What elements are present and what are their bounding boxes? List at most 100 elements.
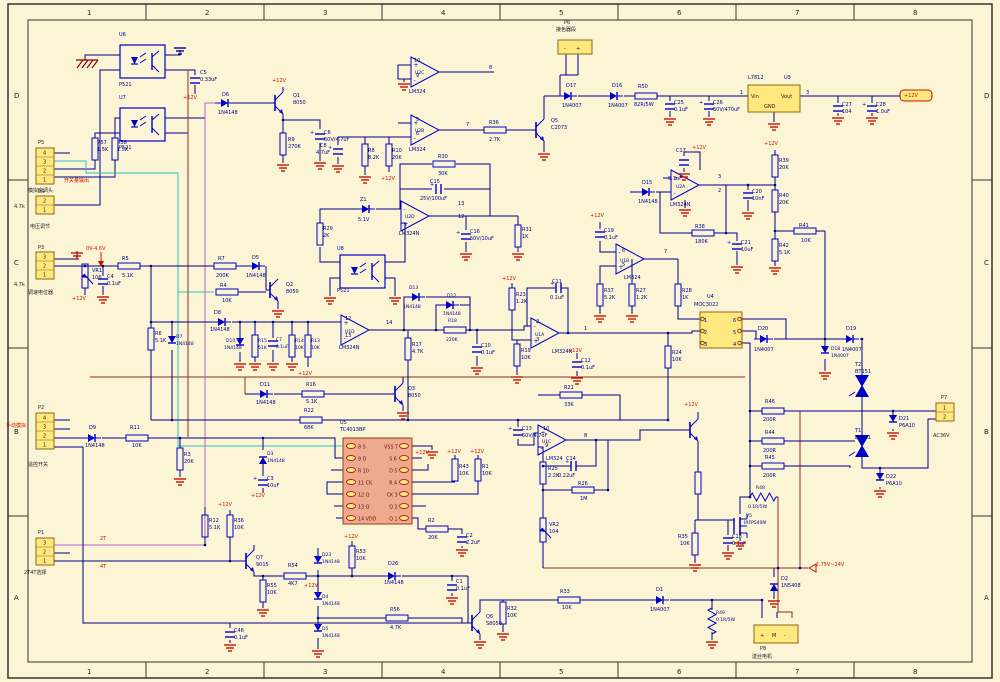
component-label: P4 bbox=[38, 189, 44, 195]
opto-transistor bbox=[151, 50, 160, 58]
component-label: U2D bbox=[405, 214, 415, 220]
component-label: D12 bbox=[447, 293, 456, 299]
component-label: Q6 bbox=[486, 614, 493, 620]
component-label: 1N4007 bbox=[831, 353, 849, 359]
component-label: BT151 bbox=[855, 369, 871, 375]
component-label: C15 bbox=[430, 179, 440, 185]
resistor bbox=[361, 143, 369, 167]
component-label: 6 bbox=[622, 248, 625, 254]
component-label: 50V/470uF bbox=[713, 107, 740, 113]
component-label: D15 bbox=[642, 180, 652, 186]
junction-dot bbox=[748, 464, 752, 468]
diode bbox=[252, 262, 259, 270]
component-label: P521 bbox=[119, 82, 132, 88]
component-label: R40 bbox=[779, 193, 789, 199]
component-label: MOC3022 bbox=[694, 302, 718, 308]
component-label: R4 bbox=[220, 283, 227, 289]
opamp-sign: + bbox=[541, 430, 546, 437]
power-label: +12V bbox=[415, 450, 430, 456]
resistor bbox=[771, 154, 779, 178]
opamp-sign: - bbox=[414, 135, 416, 142]
component-label: 3 bbox=[718, 174, 721, 180]
component-label: R33 bbox=[560, 589, 570, 595]
component-label: P521 bbox=[119, 145, 132, 151]
component-label: 2.2K bbox=[548, 473, 560, 479]
ic-pin bbox=[737, 316, 742, 322]
component-label: 10K bbox=[482, 471, 492, 477]
component-label: P5 bbox=[38, 140, 44, 146]
transistor-arrow bbox=[250, 567, 254, 572]
component-label: D13 bbox=[409, 285, 418, 291]
component-label: 1N4148 bbox=[224, 345, 242, 351]
connector-pin-number: 4 bbox=[43, 416, 46, 422]
frame-row-label: B bbox=[984, 428, 989, 436]
component-label: 2 bbox=[536, 319, 539, 325]
resistor bbox=[674, 283, 682, 307]
component-label: 220K bbox=[446, 337, 459, 343]
ic-U4 bbox=[699, 311, 743, 349]
component-label: C13 bbox=[522, 426, 532, 432]
component-label: D20 bbox=[758, 326, 768, 332]
dip-pin-label: 8 S bbox=[358, 445, 366, 451]
opamp-sign: - bbox=[674, 190, 676, 197]
component-label: R28 bbox=[682, 288, 692, 294]
resistor bbox=[301, 390, 325, 398]
component-label: 10uF bbox=[267, 483, 280, 489]
component-label: 1N4007 bbox=[562, 103, 582, 109]
component-label: D10 bbox=[226, 338, 235, 344]
component-label: 2 bbox=[718, 188, 721, 194]
connector-pin-number: 1 bbox=[943, 406, 946, 412]
component-label: 7 bbox=[664, 249, 667, 255]
component-label: 0.1uF bbox=[550, 295, 564, 301]
connector-pin-number: 2 bbox=[43, 264, 46, 270]
component-label: R10 bbox=[392, 148, 402, 154]
junction-dot bbox=[170, 320, 174, 324]
opamp-sign: + bbox=[414, 62, 419, 69]
resistor bbox=[117, 262, 141, 270]
component-label: 9 bbox=[545, 443, 548, 449]
component-label: R26 bbox=[578, 481, 588, 487]
wire bbox=[114, 117, 120, 138]
component-label: Z1 bbox=[360, 197, 367, 203]
frame-col-label: 2 bbox=[205, 668, 209, 676]
component-label: 10K bbox=[562, 605, 572, 611]
component-label: D18 bbox=[831, 346, 840, 352]
connector-pin-number: 4 bbox=[43, 151, 46, 157]
component-label: 10K bbox=[801, 238, 811, 244]
component-label: 104 bbox=[549, 529, 559, 535]
opto-arrow bbox=[139, 121, 147, 127]
wire bbox=[408, 617, 468, 624]
component-label: VR2 bbox=[549, 522, 559, 528]
diode bbox=[218, 318, 225, 326]
optocoupler bbox=[339, 254, 386, 289]
wire bbox=[54, 160, 116, 178]
connector-pin-number: 3 bbox=[43, 255, 46, 261]
resistor bbox=[691, 229, 715, 237]
wire bbox=[319, 247, 340, 263]
component-label: 4.7k bbox=[14, 204, 25, 210]
component-label: 10K bbox=[311, 345, 321, 351]
diode bbox=[846, 335, 853, 343]
power-label: +12V bbox=[590, 213, 605, 219]
transistor-arrow bbox=[694, 436, 698, 441]
component-label: Q1 bbox=[293, 93, 300, 99]
junction-dot bbox=[594, 438, 598, 442]
opamp-sign: + bbox=[404, 221, 409, 228]
component-label: 10 bbox=[543, 426, 549, 432]
regulator-U3 bbox=[747, 84, 801, 113]
component-label: + bbox=[760, 633, 764, 639]
junction-dot bbox=[773, 183, 777, 187]
transistor-leg bbox=[269, 278, 279, 288]
dip-pin-label: Q 1 bbox=[389, 517, 397, 523]
junction-dot bbox=[666, 331, 670, 335]
frame-col-label: 8 bbox=[913, 9, 917, 17]
resistor bbox=[279, 132, 287, 156]
dip-pin bbox=[346, 515, 356, 521]
component-label: R46 bbox=[765, 399, 775, 405]
component-label: R41 bbox=[799, 223, 809, 229]
diode bbox=[770, 584, 778, 591]
component-label: R21 bbox=[564, 385, 574, 391]
diode bbox=[236, 338, 244, 345]
junction-dot bbox=[823, 337, 827, 341]
junction-dot bbox=[101, 264, 105, 268]
